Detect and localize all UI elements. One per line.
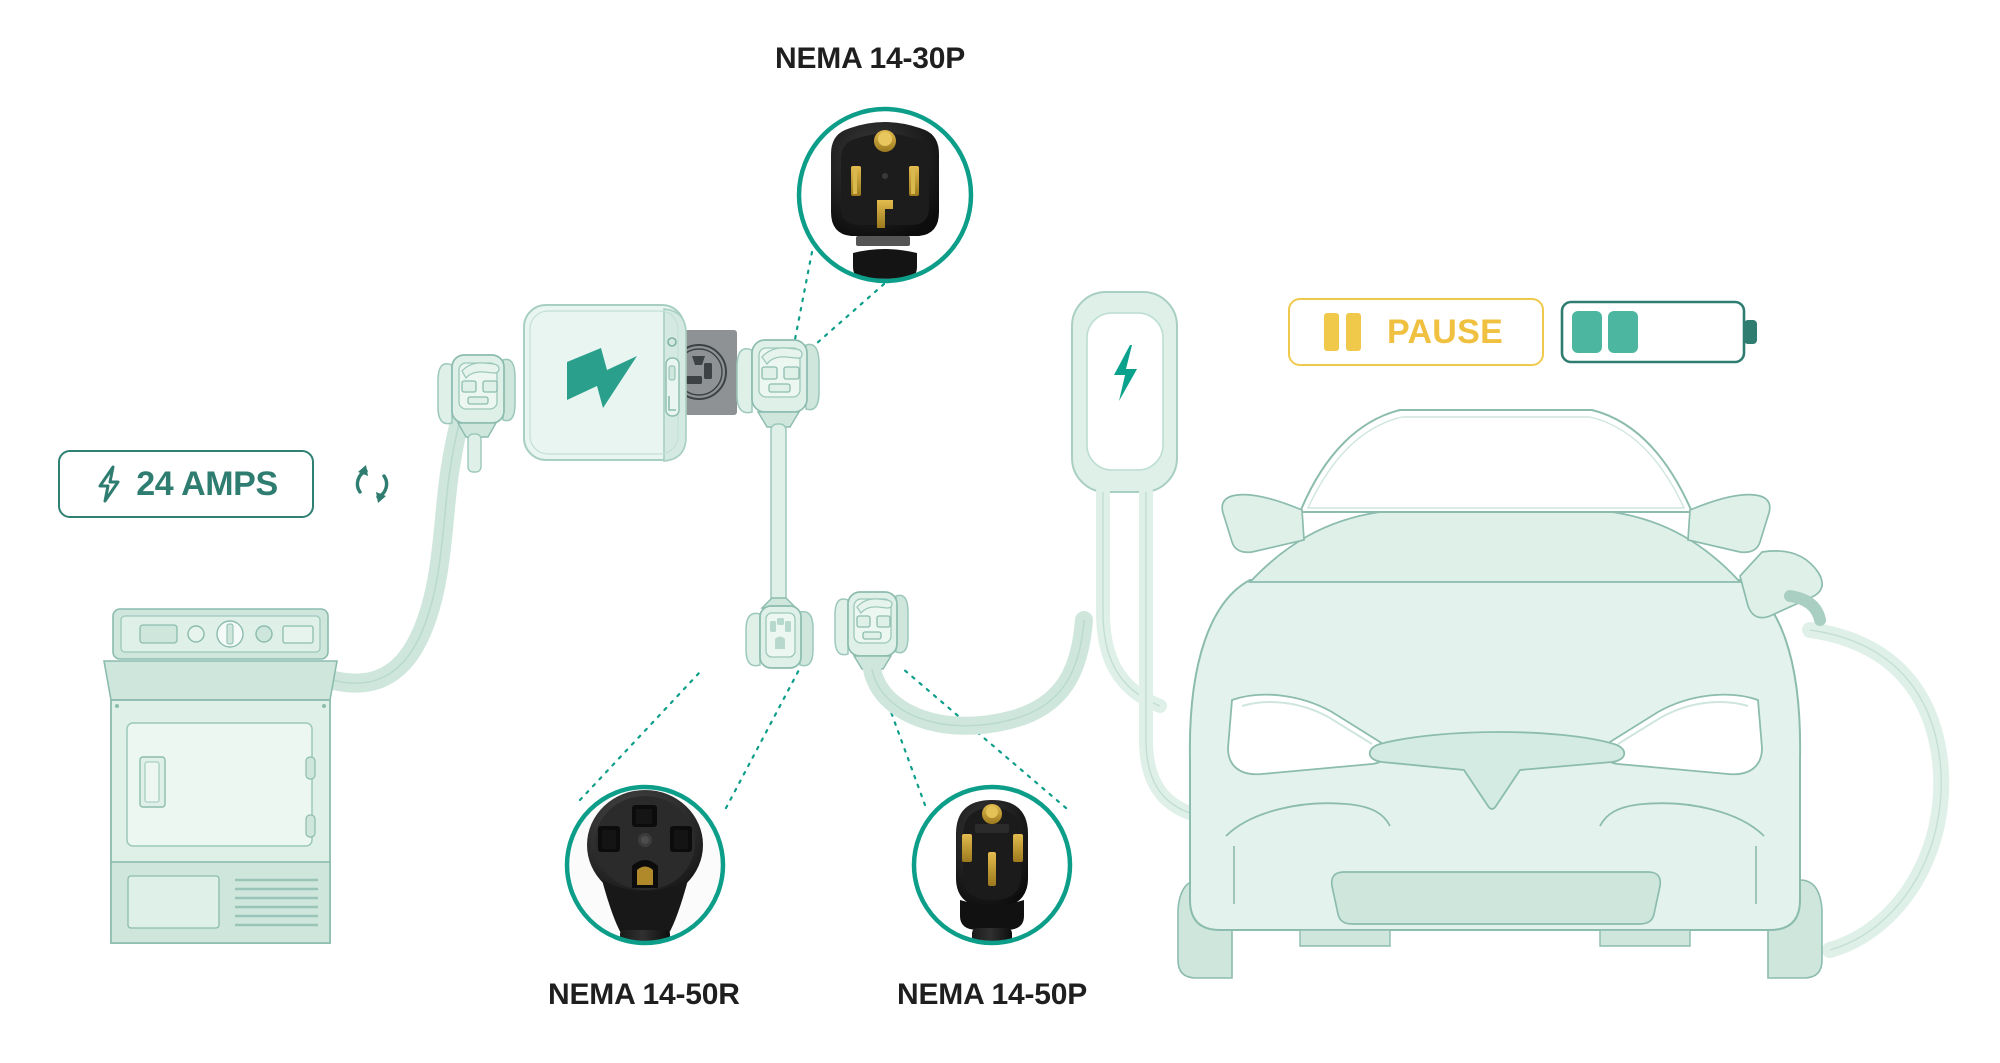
amps-badge[interactable]: 24 AMPS <box>58 450 314 518</box>
pause-label: PAUSE <box>1387 313 1504 351</box>
battery-icon <box>1560 300 1757 364</box>
refresh-sync-icon[interactable] <box>350 462 394 506</box>
callout-label-nema-14-30p: NEMA 14-30P <box>775 42 966 75</box>
callout-label-nema-14-50r: NEMA 14-50R <box>548 978 740 1011</box>
lightning-bolt-icon <box>1114 345 1137 401</box>
nema-14-50p-illustration <box>834 591 1093 735</box>
lightning-n-logo <box>567 348 637 408</box>
battery-bar-1 <box>1572 311 1602 353</box>
battery-bar-2 <box>1608 311 1638 353</box>
nema-14-50r-illustration <box>745 597 814 669</box>
callout-label-nema-14-50p: NEMA 14-50P <box>897 978 1088 1011</box>
nema-14-50p-photo <box>911 784 1073 946</box>
electric-vehicle <box>1177 409 1950 979</box>
pause-badge[interactable]: PAUSE <box>1288 298 1544 366</box>
nema-14-50r-photo <box>564 784 726 946</box>
smart-splitter[interactable] <box>523 304 737 462</box>
nema-14-30p-illustration <box>736 339 820 609</box>
lightning-bolt-icon <box>98 465 120 503</box>
amps-value: 24 AMPS <box>136 465 278 503</box>
pause-icon <box>1324 313 1361 351</box>
dryer-plug-illustration <box>437 354 516 473</box>
nema-14-30p-photo <box>796 106 974 284</box>
clothes-dryer <box>103 388 478 944</box>
